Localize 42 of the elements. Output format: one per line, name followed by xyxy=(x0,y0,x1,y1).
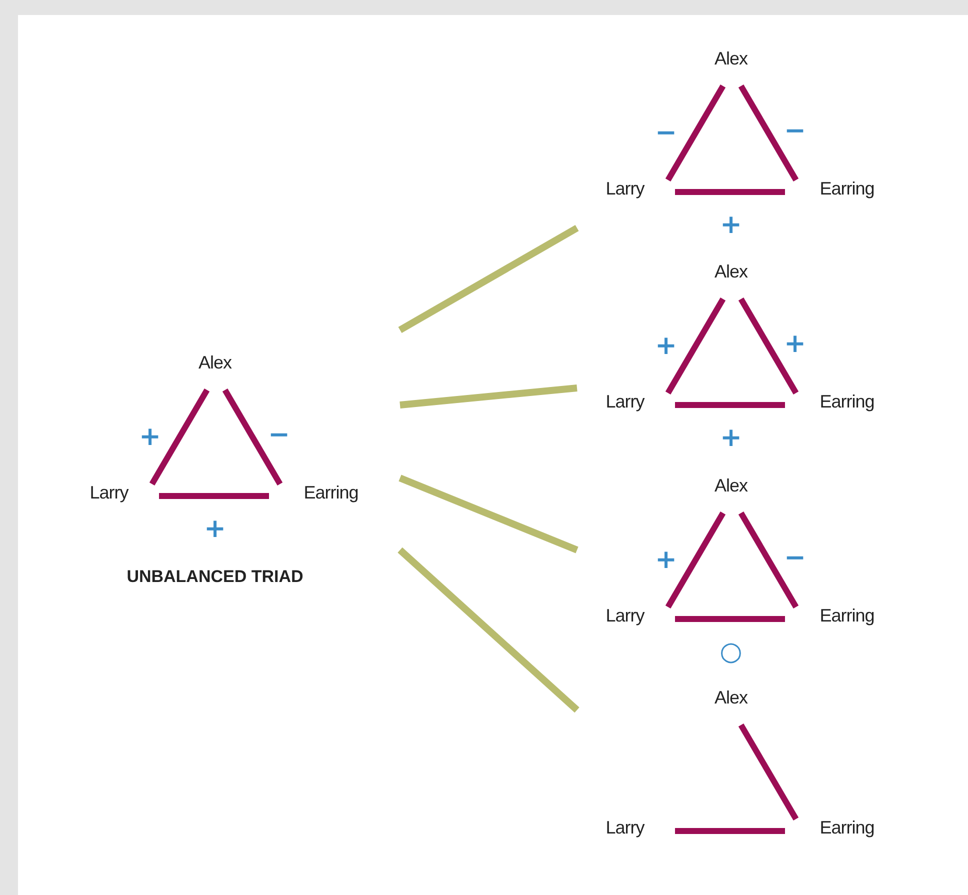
relation-line xyxy=(738,511,799,609)
person-name: Larry xyxy=(90,482,128,504)
person-name: Larry xyxy=(606,818,644,838)
relation-line xyxy=(665,84,726,182)
edge-label: − xyxy=(784,545,806,571)
person-name: Earring xyxy=(820,178,874,200)
person-name: Earring xyxy=(820,818,874,838)
edge-label: + xyxy=(720,425,742,451)
edge-label: − xyxy=(268,422,290,448)
person-name: Alex xyxy=(714,688,748,708)
relation-line xyxy=(665,297,726,395)
person-name: Larry xyxy=(606,178,644,200)
person-name: Earring xyxy=(820,392,874,412)
person-name: Larry xyxy=(606,606,644,626)
person-name: Earring xyxy=(304,482,358,504)
relation-line xyxy=(675,616,785,622)
relation-line xyxy=(665,511,726,609)
relation-line xyxy=(222,388,283,486)
edge-label: + xyxy=(655,333,677,359)
edge-label: + xyxy=(139,424,161,450)
caption-text: UNBALANCED TRIAD xyxy=(126,567,304,587)
person-name: Larry xyxy=(606,392,644,412)
relation-line xyxy=(675,402,785,408)
relation-line xyxy=(738,723,799,821)
relation-line xyxy=(675,828,785,834)
edge-label: ○ xyxy=(720,639,742,665)
person-name: Earring xyxy=(820,606,874,626)
person-name: Alex xyxy=(714,476,748,496)
relation-line xyxy=(149,388,210,486)
edge-label: + xyxy=(204,516,226,542)
relation-line xyxy=(738,84,799,182)
person-name: Alex xyxy=(714,48,748,70)
edge-label: + xyxy=(784,331,806,357)
edge-label: + xyxy=(720,212,742,238)
relation-line xyxy=(738,297,799,395)
person-name: Alex xyxy=(198,352,232,374)
edge-label: − xyxy=(784,118,806,144)
person-name: Alex xyxy=(714,262,748,282)
relation-line xyxy=(675,189,785,195)
edge-label: + xyxy=(655,547,677,573)
relation-line xyxy=(159,493,269,499)
edge-label: − xyxy=(655,120,677,146)
